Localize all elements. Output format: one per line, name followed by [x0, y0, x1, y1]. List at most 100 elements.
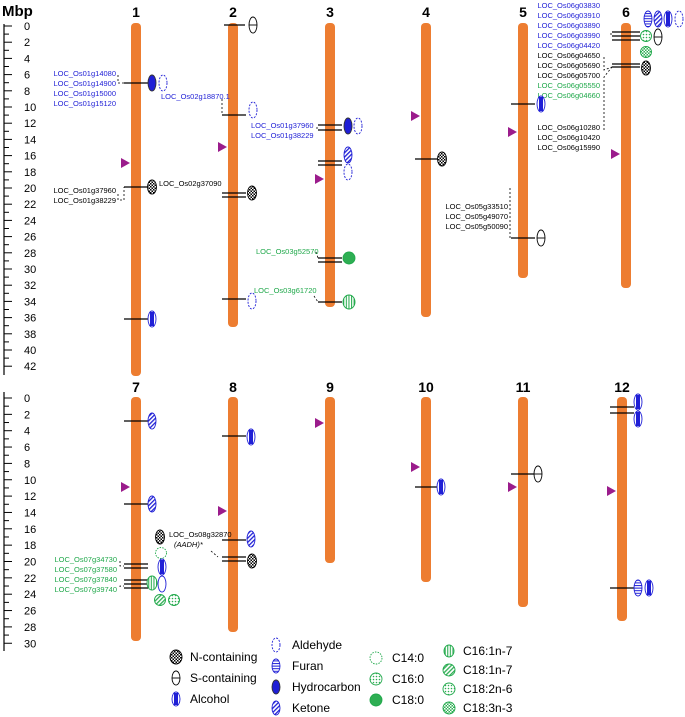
chromosome-number-3: 3: [326, 4, 334, 20]
centromere-marker-12: [607, 486, 616, 496]
locus-label: LOC_Os06g05550: [537, 81, 600, 90]
chromosome-number-2: 2: [229, 4, 237, 20]
axis-tick-label: 22: [24, 199, 36, 211]
chromosome-bar-8: [228, 397, 238, 632]
c18-2-icon: [168, 594, 180, 606]
c18-0-icon: [342, 251, 356, 265]
axis-tick-label: 18: [24, 540, 36, 552]
locus-label: LOC_Os06g03830: [537, 1, 600, 10]
axis-tick-label: 30: [24, 264, 36, 276]
c14-icon: [155, 547, 167, 559]
chromosome-number-5: 5: [519, 4, 527, 20]
legend-label: C16:0: [392, 672, 424, 686]
chromosome-bar-5: [518, 23, 528, 278]
aldehyde-icon: [158, 74, 168, 92]
axis-tick-label: 24: [24, 589, 36, 601]
centromere-marker-11: [508, 482, 517, 492]
c18-2-icon: [442, 682, 456, 696]
locus-label: LOC_Os01g14900: [53, 79, 116, 88]
label-connectors: [117, 33, 613, 587]
axis-tick-label: 38: [24, 329, 36, 341]
axis-tick-label: 14: [24, 134, 36, 146]
legend-label: C18:0: [392, 693, 424, 707]
locus-label: LOC_Os05g49070: [445, 212, 508, 221]
centromere-marker-9: [315, 418, 324, 428]
locus-label: LOC_Os06g04660: [537, 91, 600, 100]
axis-unit-label: Mbp: [2, 3, 33, 20]
alcohol-icon-fill: [249, 430, 253, 444]
c18-3-icon: [640, 46, 652, 58]
axis-tick-label: 26: [24, 232, 36, 244]
locus-label: LOC_Os06g10420: [537, 133, 600, 142]
chromosome-number-4: 4: [422, 4, 430, 20]
locus-label: LOC_Os01g38229: [53, 196, 116, 205]
locus-label: LOC_Os07g37580: [54, 565, 117, 574]
alcohol-icon-fill: [647, 581, 651, 595]
chromosome-bar-10: [421, 397, 431, 582]
aldehyde-icon: [343, 163, 353, 181]
axis-tick-label: 36: [24, 313, 36, 325]
legend-label: C18:1n-7: [463, 663, 513, 677]
locus-label: LOC_Os03g61720: [254, 286, 317, 295]
c18-1-icon: [154, 594, 166, 606]
locus-label: LOC_Os05g33510: [445, 202, 508, 211]
axis-tick-label: 20: [24, 183, 36, 195]
aldehyde-icon: [674, 10, 684, 28]
axis-tick-label: 8: [24, 86, 30, 98]
axis-tick-label: 26: [24, 606, 36, 618]
n-containing-icon: [641, 60, 651, 76]
locus-label: (AADH)*: [174, 540, 204, 549]
locus-label: LOC_Os01g37960: [251, 121, 314, 130]
axis-tick-label: 20: [24, 557, 36, 569]
centromere-marker-10: [411, 462, 420, 472]
n-containing-icon: [247, 185, 257, 201]
c18-0-icon: [369, 693, 383, 707]
locus-label: LOC_Os02g37090: [159, 179, 222, 188]
ketone-icon: [147, 495, 157, 513]
legend-label: Alcohol: [190, 692, 229, 706]
chromosome-bar-2: [228, 23, 238, 327]
locus-label: LOC_Os01g37960: [53, 186, 116, 195]
axis-tick-label: 18: [24, 167, 36, 179]
hydrocarbon-icon: [343, 117, 353, 135]
axis-tick-label: 4: [24, 53, 30, 65]
chromosome-number-1: 1: [132, 4, 140, 20]
legend-label: S-containing: [190, 671, 257, 685]
ketone-icon: [271, 700, 281, 716]
legend-label: C18:2n-6: [463, 682, 513, 696]
legend-label: C16:1n-7: [463, 644, 513, 658]
axis-tick-label: 0: [24, 393, 30, 405]
hydrocarbon-icon: [271, 679, 281, 695]
c16-1-icon: [443, 644, 455, 658]
locus-label: LOC_Os06g03890: [537, 21, 600, 30]
axis-tick-label: 2: [24, 37, 30, 49]
centromere-marker-4: [411, 111, 420, 121]
locus-label: LOC_Os01g38229: [251, 131, 314, 140]
aldehyde-icon: [248, 101, 258, 119]
locus-label: LOC_Os08g32870: [169, 530, 232, 539]
centromere-marker-5: [508, 127, 517, 137]
locus-label: LOC_Os06g04420: [537, 41, 600, 50]
chromosome-number-10: 10: [418, 379, 434, 395]
axis-tick-label: 22: [24, 573, 36, 585]
axis-tick-label: 30: [24, 638, 36, 650]
alcohol-icon-fill: [439, 480, 443, 494]
c18-3-icon: [442, 701, 456, 715]
axis-tick-label: 4: [24, 426, 30, 438]
ketone-icon: [343, 146, 353, 164]
chromosome-bar-4: [421, 23, 431, 317]
ketone-icon: [147, 412, 157, 430]
locus-label: LOC_Os06g03910: [537, 11, 600, 20]
axis-tick-label: 12: [24, 491, 36, 503]
alcohol-icon-fill: [539, 97, 543, 111]
ketone-icon: [246, 530, 256, 548]
axis-tick-label: 42: [24, 361, 36, 373]
aldehyde-icon: [271, 637, 281, 653]
alcohol-icon-fill: [666, 12, 670, 26]
alcohol-icon-fill: [150, 312, 154, 326]
centromere-marker-2: [218, 142, 227, 152]
chromosome-bar-1: [131, 23, 141, 376]
legend-label: C18:3n-3: [463, 701, 513, 715]
c18-1-icon: [442, 663, 456, 677]
axis-tick-label: 14: [24, 507, 36, 519]
